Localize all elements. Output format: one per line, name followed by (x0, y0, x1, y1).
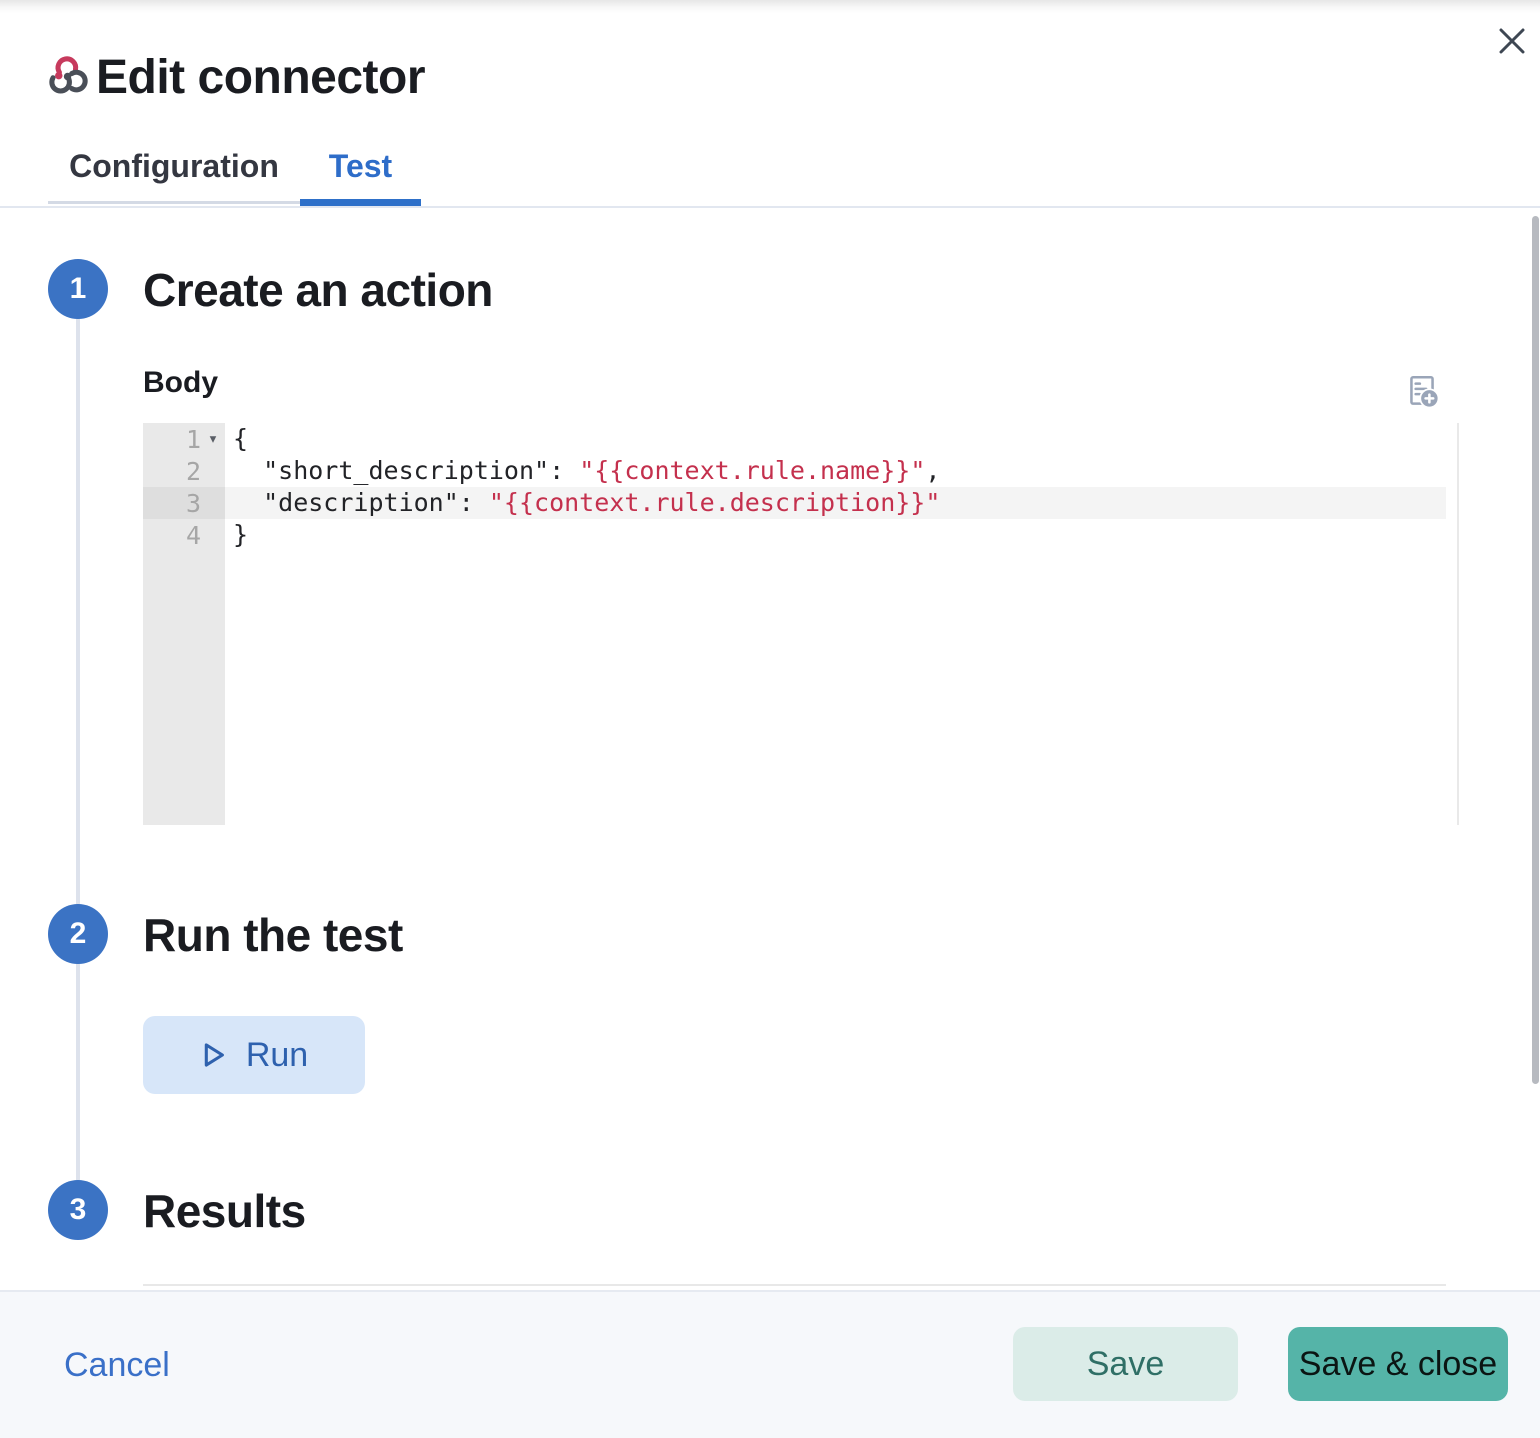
editor-ruler-line (1457, 423, 1459, 825)
flyout-top-edge (0, 0, 1540, 13)
tab-test[interactable]: Test (300, 132, 421, 200)
code-line[interactable]: { (233, 424, 249, 453)
vertical-scrollbar[interactable] (1532, 216, 1539, 1084)
close-icon (1493, 22, 1531, 63)
step-3-title: Results (143, 1185, 306, 1237)
line-number: 4 (185, 520, 201, 550)
run-button[interactable]: Run (143, 1016, 365, 1094)
steps-connector-line (76, 289, 80, 1210)
tabs-strip-border (48, 201, 300, 204)
line-number: 2 (185, 456, 201, 486)
play-icon (200, 1041, 228, 1069)
body-field-label: Body (143, 366, 218, 399)
step-2-badge: 2 (48, 904, 108, 964)
cancel-button[interactable]: Cancel (64, 1344, 170, 1386)
fold-toggle-icon[interactable]: ▾ (207, 429, 219, 449)
add-variable-button[interactable] (1400, 370, 1444, 414)
line-number: 1▾ (143, 423, 225, 455)
line-number: 3 (143, 487, 225, 519)
step-3-badge: 3 (48, 1180, 108, 1240)
code-line[interactable]: } (233, 520, 249, 549)
tab-test-active-underline (300, 199, 421, 206)
editor-code[interactable]: { "short_description": "{{context.rule.n… (225, 423, 1459, 825)
flyout-footer (0, 1290, 1540, 1438)
webhook-logo-icon (46, 52, 90, 96)
run-button-label: Run (245, 1035, 309, 1074)
save-and-close-button[interactable]: Save & close (1288, 1327, 1508, 1401)
code-line[interactable]: "description": "{{context.rule.descripti… (225, 487, 1446, 519)
tab-configuration[interactable]: Configuration (48, 132, 300, 200)
results-panel-top-edge (143, 1284, 1446, 1286)
save-button[interactable]: Save (1013, 1327, 1238, 1401)
header-divider (0, 206, 1540, 208)
code-line[interactable]: "short_description": "{{context.rule.nam… (233, 456, 941, 485)
step-2-title: Run the test (143, 909, 403, 961)
close-button[interactable] (1488, 18, 1536, 66)
flyout-title: Edit connector (96, 51, 426, 104)
step-1-badge: 1 (48, 259, 108, 319)
step-1-title: Create an action (143, 264, 493, 316)
add-variable-icon (1403, 372, 1441, 413)
